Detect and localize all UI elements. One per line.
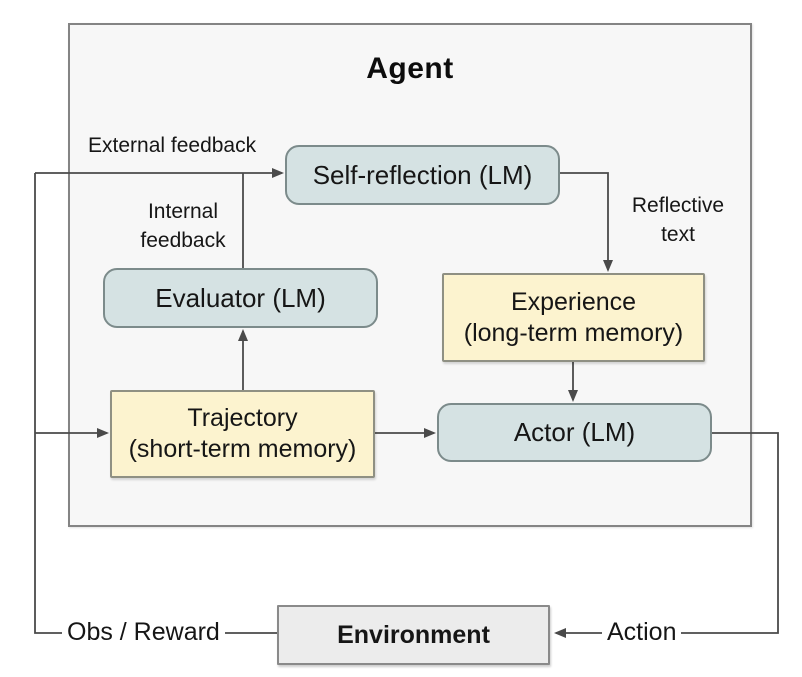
- experience-node: Experience (long-term memory): [442, 273, 705, 362]
- internal-feedback-label: Internal feedback: [126, 197, 240, 255]
- agent-title: Agent: [366, 52, 454, 85]
- actor-label: Actor (LM): [513, 417, 636, 447]
- experience-title: Experience: [510, 287, 637, 316]
- evaluator-node: Evaluator (LM): [103, 268, 378, 328]
- actor-node: Actor (LM): [437, 403, 712, 462]
- evaluator-label: Evaluator (LM): [155, 282, 326, 313]
- reflective-text-label: Reflective text: [622, 191, 734, 249]
- internal-feedback-line1: Internal: [147, 200, 219, 223]
- self-reflection-label: Self-reflection (LM): [312, 159, 533, 190]
- experience-subtitle: (long-term memory): [463, 318, 684, 347]
- external-feedback-label: External feedback: [88, 134, 257, 157]
- reflective-text-line1: Reflective: [631, 194, 725, 217]
- environment-node: Environment: [277, 605, 550, 665]
- trajectory-title: Trajectory: [187, 404, 298, 432]
- environment-label: Environment: [337, 620, 490, 649]
- reflective-text-line2: text: [661, 223, 695, 246]
- internal-feedback-line2: feedback: [140, 229, 226, 252]
- obs-reward-label: Obs / Reward: [62, 618, 225, 647]
- self-reflection-node: Self-reflection (LM): [285, 145, 560, 205]
- action-label: Action: [602, 618, 682, 647]
- trajectory-subtitle: (short-term memory): [128, 435, 357, 463]
- trajectory-node: Trajectory (short-term memory): [110, 390, 375, 478]
